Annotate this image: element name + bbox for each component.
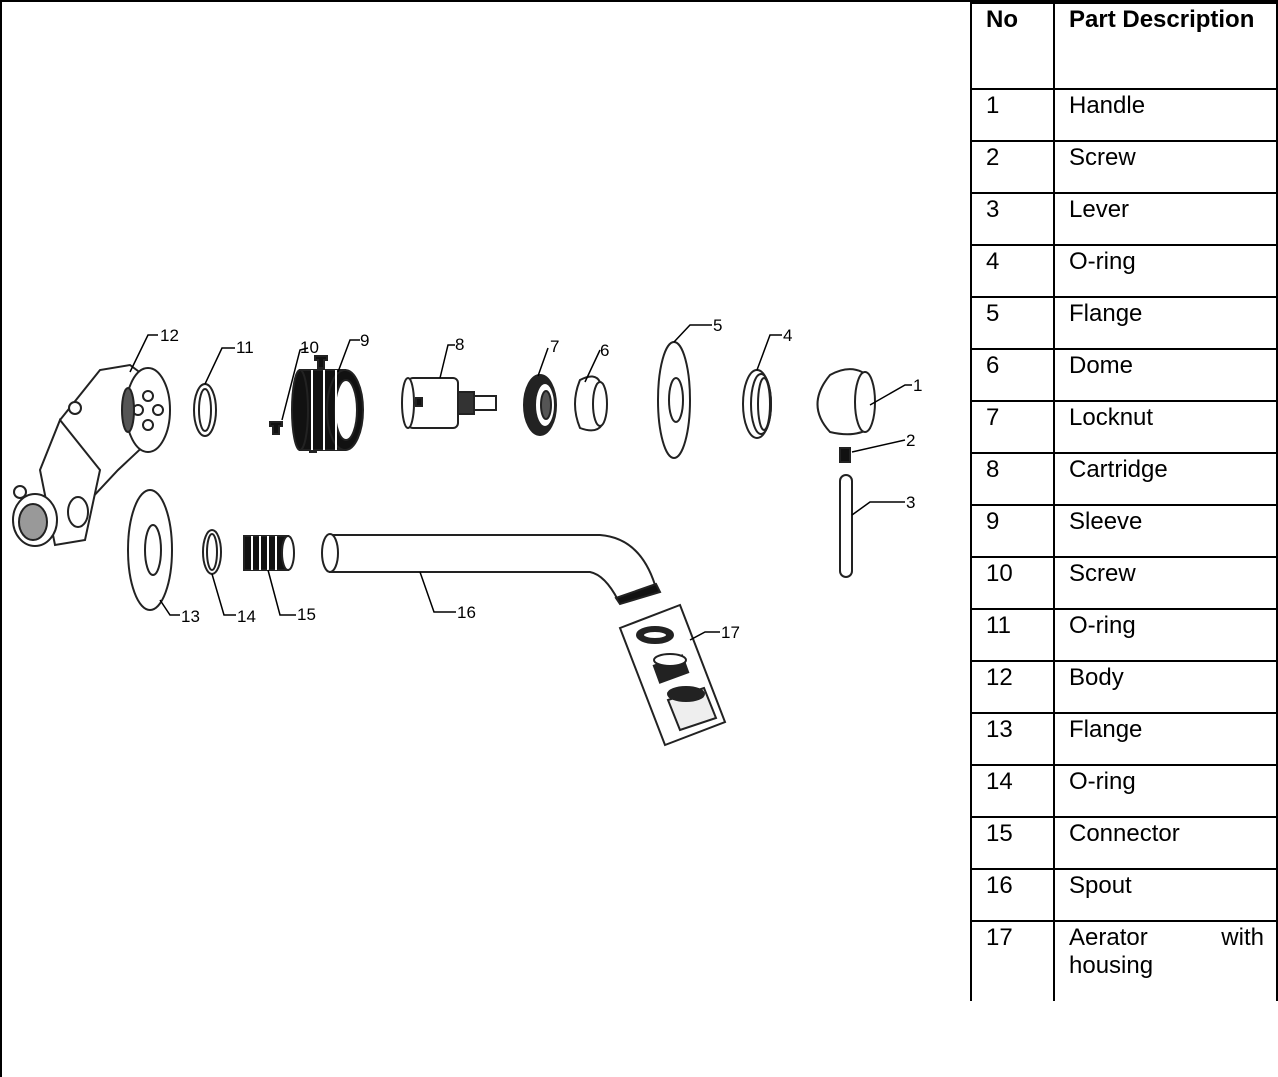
row-desc: O-ring: [1053, 764, 1278, 818]
callout-3: 3: [906, 493, 915, 512]
row-desc: Handle: [1053, 88, 1278, 142]
row-no: 10: [970, 556, 1055, 610]
row-no: 17: [970, 920, 1055, 1001]
callout-14: 14: [237, 607, 256, 626]
part-body: [12, 363, 171, 547]
row-desc: Aerator with housing: [1053, 920, 1278, 1001]
callout-7: 7: [550, 337, 559, 356]
part-connector: [243, 535, 295, 571]
part-locknut: [523, 374, 557, 436]
part-aerator: [618, 603, 727, 747]
row-no: 6: [970, 348, 1055, 402]
row-desc: Screw: [1053, 556, 1278, 610]
row-no: 5: [970, 296, 1055, 350]
callout-6: 6: [600, 341, 609, 360]
row-desc: Flange: [1053, 296, 1278, 350]
row-desc: Lever: [1053, 192, 1278, 246]
callout-1: 1: [913, 376, 922, 395]
row-desc: Body: [1053, 660, 1278, 714]
part-o-ring-4: [742, 369, 772, 439]
row-no: 4: [970, 244, 1055, 298]
part-screw-2: [839, 447, 851, 463]
row-desc: Flange: [1053, 712, 1278, 766]
row-no: 12: [970, 660, 1055, 714]
callout-4: 4: [783, 326, 792, 345]
header-no: No: [970, 2, 1055, 90]
callout-10: 10: [300, 338, 319, 357]
part-dome: [574, 375, 608, 432]
row-desc: Spout: [1053, 868, 1278, 922]
row-desc: Cartridge: [1053, 452, 1278, 506]
part-spout: [321, 533, 662, 606]
row-no: 15: [970, 816, 1055, 870]
part-cartridge: [401, 377, 497, 429]
row-no: 8: [970, 452, 1055, 506]
row-no: 16: [970, 868, 1055, 922]
row-no: 7: [970, 400, 1055, 454]
row-no: 13: [970, 712, 1055, 766]
row-desc: O-ring: [1053, 608, 1278, 662]
callout-13: 13: [181, 607, 200, 626]
header-part-description: Part Description: [1053, 2, 1278, 90]
table-row: 17 Aerator with housing: [970, 920, 1278, 1001]
part-flange-13: [127, 489, 173, 611]
row-no: 2: [970, 140, 1055, 194]
row-no: 1: [970, 88, 1055, 142]
exploded-view-diagram: 12 11 10 9 8 7 6 5 4 1 2 3 13 14 15 16 1…: [12, 316, 922, 747]
leader-lines: [129, 324, 912, 641]
row-no: 3: [970, 192, 1055, 246]
callout-15: 15: [297, 605, 316, 624]
part-handle: [816, 368, 876, 436]
row-desc: Sleeve: [1053, 504, 1278, 558]
row-desc-line-2: housing: [1069, 952, 1154, 979]
part-flange-5: [657, 341, 691, 459]
row-desc-line-1: Aerator with: [1069, 924, 1264, 951]
table-header-row: No Part Description: [970, 2, 1278, 90]
callout-8: 8: [455, 335, 464, 354]
row-desc: Locknut: [1053, 400, 1278, 454]
row-desc: Screw: [1053, 140, 1278, 194]
row-desc: Connector: [1053, 816, 1278, 870]
exploded-view-svg: 12 11 10 9 8 7 6 5 4 1 2 3 13 14 15 16 1…: [12, 316, 922, 747]
callout-9: 9: [360, 331, 369, 350]
row-no: 11: [970, 608, 1055, 662]
callout-labels: 12 11 10 9 8 7 6 5 4 1 2 3 13 14 15 16 1…: [160, 316, 922, 642]
callout-11: 11: [236, 338, 254, 357]
row-no: 14: [970, 764, 1055, 818]
row-no: 9: [970, 504, 1055, 558]
callout-17: 17: [721, 623, 740, 642]
part-lever: [839, 474, 853, 578]
part-sleeve: [291, 369, 364, 451]
callout-12: 12: [160, 326, 179, 345]
callout-16: 16: [457, 603, 476, 622]
callout-2: 2: [906, 431, 915, 450]
callout-5: 5: [713, 316, 722, 335]
row-desc: Dome: [1053, 348, 1278, 402]
row-desc: O-ring: [1053, 244, 1278, 298]
